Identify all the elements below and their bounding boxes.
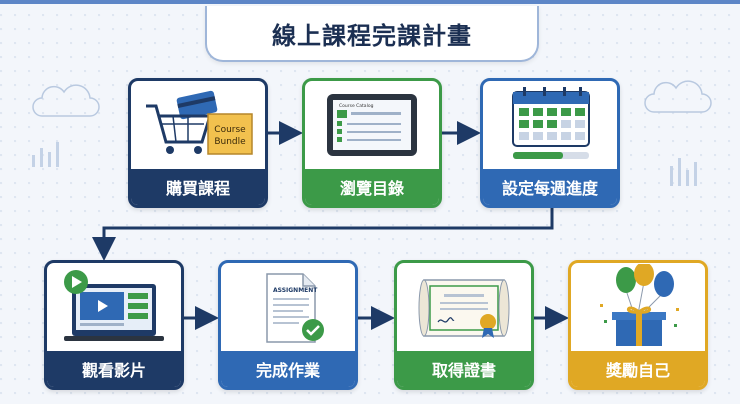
step-label: 購買課程 [131, 169, 265, 205]
step-label: 瀏覽目錄 [305, 169, 439, 205]
video-player-icon [47, 263, 181, 349]
step-label: 獎勵自己 [571, 351, 705, 387]
step-card-certificate: 取得證書 [394, 260, 534, 390]
calendar-progress-icon [483, 81, 617, 167]
step-card-catalog: Course Catalog 瀏覽目錄 [302, 78, 442, 208]
arrow-3-4 [92, 206, 554, 261]
step-card-reward: 獎勵自己 [568, 260, 708, 390]
gift-balloons-icon [571, 263, 705, 349]
certificate-icon [397, 263, 531, 349]
top-accent-bar [0, 0, 740, 4]
assignment-text: ASSIGNMENT [273, 287, 318, 294]
course-bundle-text-1: Course [214, 125, 246, 135]
step-label: 設定每週進度 [483, 169, 617, 205]
cloud-decoration-right [644, 80, 712, 186]
assignment-check-icon: ASSIGNMENT [221, 263, 355, 349]
tablet-catalog-icon: Course Catalog [305, 81, 439, 167]
step-card-purchase: Course Bundle 購買課程 [128, 78, 268, 208]
step-card-watch-video: 觀看影片 [44, 260, 184, 390]
step-card-assignment: ASSIGNMENT 完成作業 [218, 260, 358, 390]
title-banner: 線上課程完課計畫 [205, 6, 539, 62]
step-label: 取得證書 [397, 351, 531, 387]
step-card-schedule: 設定每週進度 [480, 78, 620, 208]
shopping-cart-icon: Course Bundle [131, 81, 265, 167]
course-catalog-text: Course Catalog [339, 103, 374, 109]
course-bundle-text-2: Bundle [214, 137, 246, 147]
cloud-decoration-left [32, 84, 100, 167]
step-label: 觀看影片 [47, 351, 181, 387]
page-title: 線上課程完課計畫 [272, 21, 472, 50]
step-label: 完成作業 [221, 351, 355, 387]
